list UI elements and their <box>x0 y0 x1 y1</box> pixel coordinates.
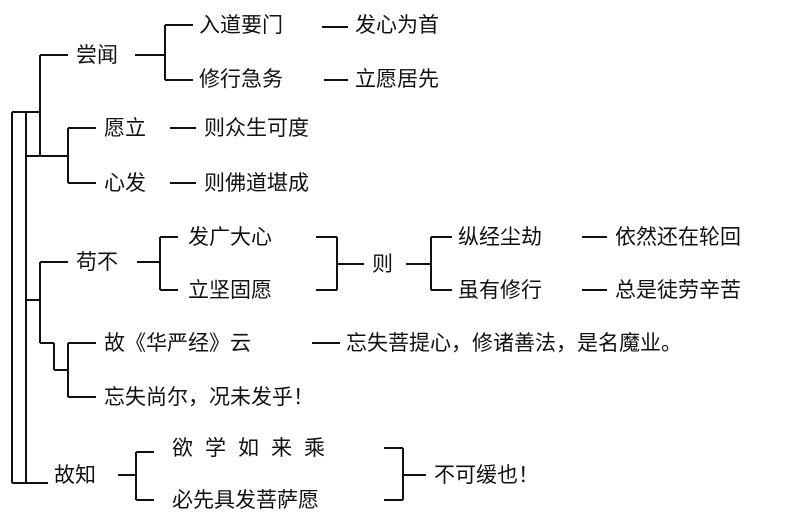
node-tulao-xinku: 总是徒劳辛苦 <box>615 278 741 302</box>
node-zongjing-chenjie: 纵经尘劫 <box>458 225 542 249</box>
node-changwen: 尝闻 <box>76 43 118 67</box>
node-yiran-lunhui: 依然还在轮回 <box>615 225 741 249</box>
node-wangshi-shanger: 忘失尚尔，况未发乎！ <box>104 385 314 409</box>
node-liyuan-juxian: 立愿居先 <box>355 67 439 91</box>
node-lijian-guyuan: 立坚固愿 <box>188 278 272 302</box>
node-fodao-kancheng: 则佛道堪成 <box>204 171 309 195</box>
node-bukehuan: 不可缓也！ <box>434 463 539 487</box>
node-moye-quote: 忘失菩提心，修诸善法，是名魔业。 <box>346 331 682 355</box>
node-guzhi: 故知 <box>54 463 96 487</box>
node-huayanjing-yun: 故《华严经》云 <box>104 331 251 355</box>
node-suiyou-xiuxing: 虽有修行 <box>458 278 542 302</box>
node-bixian-jufa-pusayuan: 必先具发菩萨愿 <box>172 488 319 512</box>
node-ze: 则 <box>372 252 393 276</box>
node-yuanli: 愿立 <box>104 116 146 140</box>
node-rudao-yaomen: 入道要门 <box>199 13 283 37</box>
node-zhongsheng-kedu: 则众生可度 <box>204 116 309 140</box>
node-xinfa: 心发 <box>104 171 146 195</box>
node-xiuxing-jiwu: 修行急务 <box>199 67 283 91</box>
node-yuxue-rulaicheng: 欲学如来乘 <box>172 436 337 460</box>
node-faguang-daxin: 发广大心 <box>188 225 272 249</box>
node-faxin-weishou: 发心为首 <box>355 13 439 37</box>
node-goubu: 苟不 <box>76 250 118 274</box>
